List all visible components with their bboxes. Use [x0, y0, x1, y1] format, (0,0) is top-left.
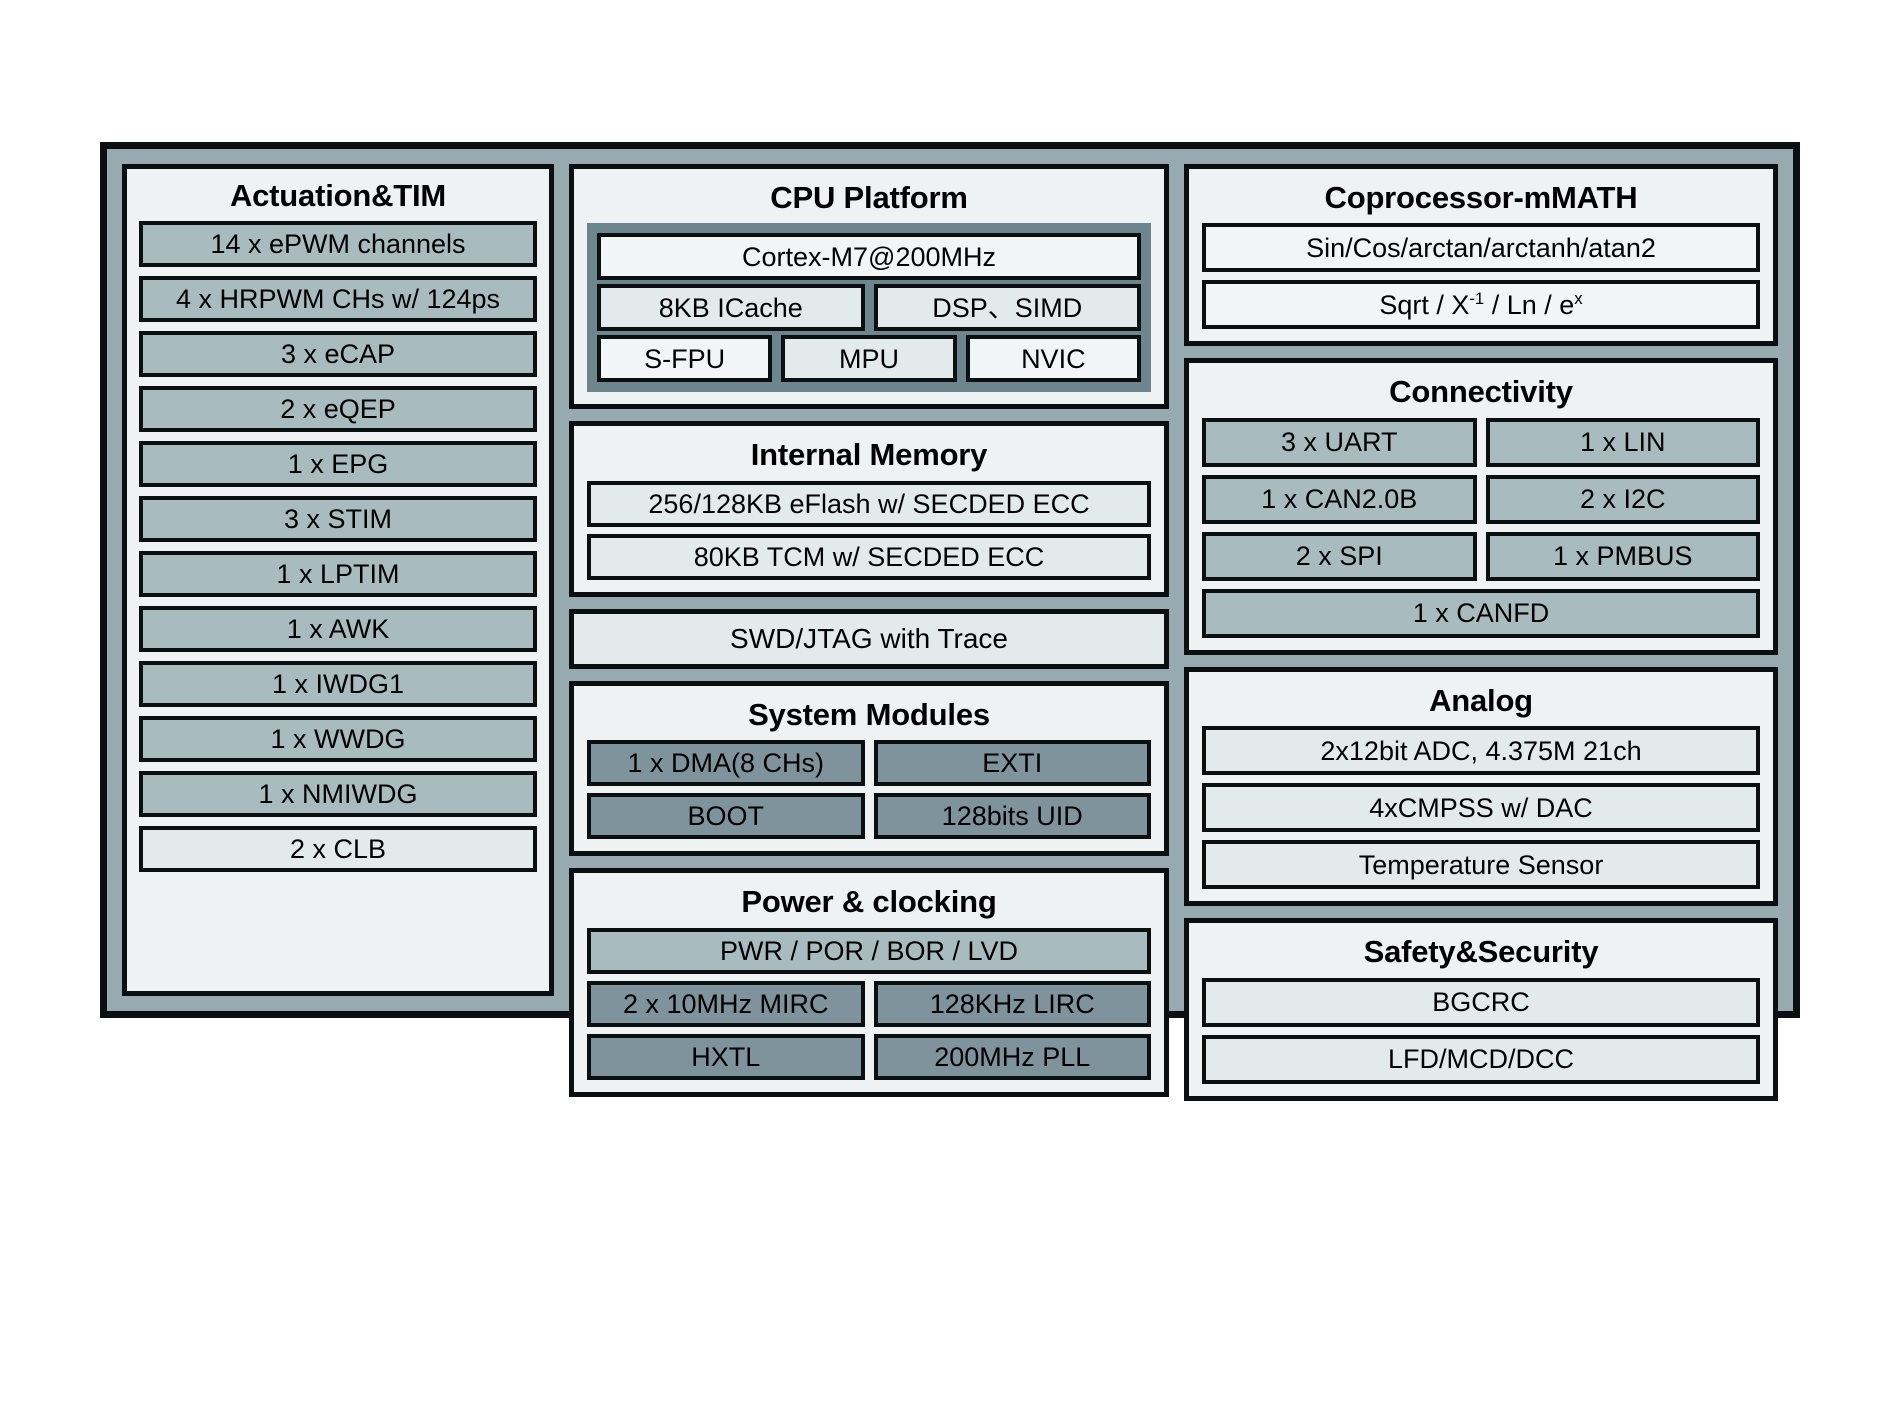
block-can20b[interactable]: 1 x CAN2.0B: [1202, 474, 1477, 524]
block-pwr-por-bor-lvd[interactable]: PWR / POR / BOR / LVD: [587, 927, 1151, 974]
panel-connectivity: Connectivity 3 x UART 1 x LIN 1 x CAN2.0…: [1184, 358, 1778, 655]
sqrt-sup-2: x: [1574, 288, 1583, 308]
connectivity-row-3: 2 x SPI 1 x PMBUS: [1202, 531, 1760, 581]
system-row-1: 1 x DMA(8 CHs) EXTI: [587, 740, 1151, 787]
cpu-row-units: S-FPU MPU NVIC: [597, 335, 1141, 383]
block-cortex-m7[interactable]: Cortex-M7@200MHz: [597, 233, 1141, 281]
block-dma[interactable]: 1 x DMA(8 CHs): [587, 740, 865, 787]
chip-block-diagram-frame: Actuation&TIM 14 x ePWM channels 4 x HRP…: [100, 142, 1800, 1101]
block-clb[interactable]: 2 x CLB: [139, 826, 537, 873]
panel-actuation-tim: Actuation&TIM 14 x ePWM channels 4 x HRP…: [122, 164, 554, 996]
column-peripherals: Coprocessor-mMATH Sin/Cos/arctan/arctanh…: [1184, 164, 1778, 1101]
block-epwm-channels[interactable]: 14 x ePWM channels: [139, 221, 537, 268]
panel-title-system-modules: System Modules: [748, 696, 990, 732]
coprocessor-list: Sin/Cos/arctan/arctanh/atan2 Sqrt / X-1 …: [1202, 223, 1760, 330]
block-cmpss-dac[interactable]: 4xCMPSS w/ DAC: [1202, 783, 1760, 833]
block-mpu[interactable]: MPU: [781, 335, 957, 383]
connectivity-row-1: 3 x UART 1 x LIN: [1202, 417, 1760, 467]
clock-row-1: 2 x 10MHz MIRC 128KHz LIRC: [587, 980, 1151, 1027]
block-icache[interactable]: 8KB ICache: [597, 284, 865, 332]
panel-title-power-clocking: Power & clocking: [741, 884, 997, 920]
block-hrpwm-channels[interactable]: 4 x HRPWM CHs w/ 124ps: [139, 276, 537, 323]
system-modules-list: 1 x DMA(8 CHs) EXTI BOOT 128bits UID: [587, 740, 1151, 840]
clock-row-2: HXTL 200MHz PLL: [587, 1033, 1151, 1080]
block-wwdg[interactable]: 1 x WWDG: [139, 716, 537, 763]
power-clocking-list: PWR / POR / BOR / LVD 2 x 10MHz MIRC 128…: [587, 927, 1151, 1080]
panel-internal-memory: Internal Memory 256/128KB eFlash w/ SECD…: [569, 421, 1169, 597]
block-lin[interactable]: 1 x LIN: [1485, 417, 1760, 467]
sqrt-sup-1: -1: [1469, 288, 1485, 308]
block-spi[interactable]: 2 x SPI: [1202, 531, 1477, 581]
block-stim[interactable]: 3 x STIM: [139, 496, 537, 543]
panel-title-coprocessor: Coprocessor-mMATH: [1324, 180, 1638, 215]
block-bgcrc[interactable]: BGCRC: [1202, 977, 1760, 1027]
panel-title-analog: Analog: [1429, 682, 1533, 718]
block-hxtl[interactable]: HXTL: [587, 1033, 865, 1080]
block-tcm[interactable]: 80KB TCM w/ SECDED ECC: [587, 533, 1151, 580]
column-actuation: Actuation&TIM 14 x ePWM channels 4 x HRP…: [122, 164, 554, 996]
block-nvic[interactable]: NVIC: [965, 335, 1141, 383]
analog-list: 2x12bit ADC, 4.375M 21ch 4xCMPSS w/ DAC …: [1202, 726, 1760, 890]
block-i2c[interactable]: 2 x I2C: [1485, 474, 1760, 524]
connectivity-row-2: 1 x CAN2.0B 2 x I2C: [1202, 474, 1760, 524]
block-epg[interactable]: 1 x EPG: [139, 441, 537, 488]
block-temperature-sensor[interactable]: Temperature Sensor: [1202, 840, 1760, 890]
block-dsp-simd[interactable]: DSP、SIMD: [873, 284, 1141, 332]
block-uid[interactable]: 128bits UID: [873, 793, 1151, 840]
block-lfd-mcd-dcc[interactable]: LFD/MCD/DCC: [1202, 1034, 1760, 1084]
block-ecap[interactable]: 3 x eCAP: [139, 331, 537, 378]
sqrt-label-a: Sqrt / X: [1379, 289, 1470, 320]
panel-debug: SWD/JTAG with Trace: [569, 608, 1169, 669]
safety-list: BGCRC LFD/MCD/DCC: [1202, 977, 1760, 1084]
block-trig-functions[interactable]: Sin/Cos/arctan/arctanh/atan2: [1202, 223, 1760, 273]
panel-cpu-platform: CPU Platform Cortex-M7@200MHz 8KB ICache…: [569, 164, 1169, 410]
block-lirc[interactable]: 128KHz LIRC: [873, 980, 1151, 1027]
panel-title-actuation: Actuation&TIM: [229, 178, 447, 213]
block-boot[interactable]: BOOT: [587, 793, 865, 840]
panel-title-cpu-platform: CPU Platform: [770, 180, 968, 215]
system-row-2: BOOT 128bits UID: [587, 793, 1151, 840]
panel-title-internal-memory: Internal Memory: [750, 437, 988, 473]
actuation-item-list: 14 x ePWM channels 4 x HRPWM CHs w/ 124p…: [139, 221, 537, 981]
memory-item-list: 256/128KB eFlash w/ SECDED ECC 80KB TCM …: [587, 480, 1151, 580]
block-s-fpu[interactable]: S-FPU: [597, 335, 773, 383]
column-core: CPU Platform Cortex-M7@200MHz 8KB ICache…: [569, 164, 1169, 1097]
block-canfd[interactable]: 1 x CANFD: [1202, 588, 1760, 638]
connectivity-list: 3 x UART 1 x LIN 1 x CAN2.0B 2 x I2C 2 x…: [1202, 417, 1760, 638]
block-exti[interactable]: EXTI: [873, 740, 1151, 787]
block-eflash[interactable]: 256/128KB eFlash w/ SECDED ECC: [587, 480, 1151, 527]
block-pll[interactable]: 200MHz PLL: [873, 1033, 1151, 1080]
panel-analog: Analog 2x12bit ADC, 4.375M 21ch 4xCMPSS …: [1184, 666, 1778, 907]
block-pmbus[interactable]: 1 x PMBUS: [1485, 531, 1760, 581]
panel-power-clocking: Power & clocking PWR / POR / BOR / LVD 2…: [569, 868, 1169, 1097]
block-awk[interactable]: 1 x AWK: [139, 606, 537, 653]
cpu-core-container: Cortex-M7@200MHz 8KB ICache DSP、SIMD S-F…: [587, 223, 1151, 393]
block-nmiwdg[interactable]: 1 x NMIWDG: [139, 771, 537, 818]
block-eqep[interactable]: 2 x eQEP: [139, 386, 537, 433]
block-sqrt-ln-exp[interactable]: Sqrt / X-1 / Ln / ex: [1202, 280, 1760, 330]
block-uart[interactable]: 3 x UART: [1202, 417, 1477, 467]
block-iwdg1[interactable]: 1 x IWDG1: [139, 661, 537, 708]
sqrt-label-b: / Ln / e: [1484, 289, 1575, 320]
panel-coprocessor-mmath: Coprocessor-mMATH Sin/Cos/arctan/arctanh…: [1184, 164, 1778, 347]
panel-safety-security: Safety&Security BGCRC LFD/MCD/DCC: [1184, 918, 1778, 1101]
block-mirc[interactable]: 2 x 10MHz MIRC: [587, 980, 865, 1027]
block-adc[interactable]: 2x12bit ADC, 4.375M 21ch: [1202, 726, 1760, 776]
block-lptim[interactable]: 1 x LPTIM: [139, 551, 537, 598]
panel-title-connectivity: Connectivity: [1389, 374, 1573, 410]
block-swd-jtag-trace[interactable]: SWD/JTAG with Trace: [574, 613, 1164, 664]
panel-title-safety-security: Safety&Security: [1363, 934, 1599, 970]
cpu-row-caches: 8KB ICache DSP、SIMD: [597, 284, 1141, 332]
panel-system-modules: System Modules 1 x DMA(8 CHs) EXTI BOOT …: [569, 680, 1169, 857]
